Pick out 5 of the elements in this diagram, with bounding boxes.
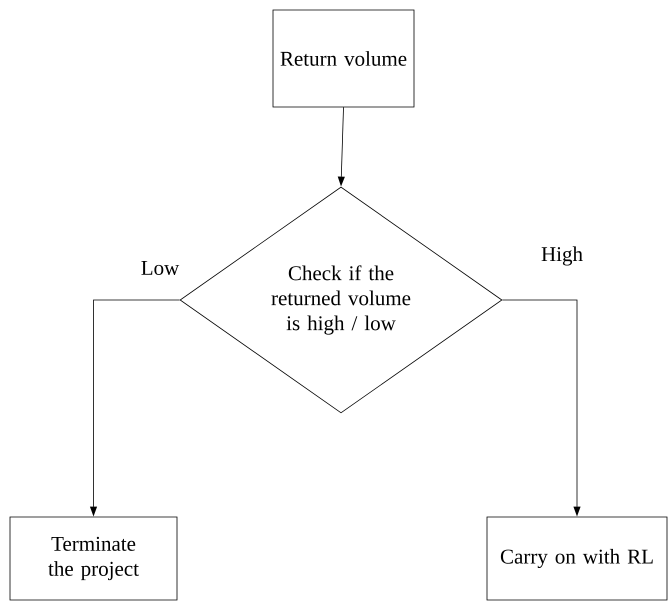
process-box: Return volume bbox=[272, 10, 414, 108]
edge-label: High bbox=[540, 245, 584, 267]
process-box: Carry on with RL bbox=[486, 516, 668, 600]
edge-label: Low bbox=[140, 260, 180, 276]
process-box: Terminate the project bbox=[10, 516, 178, 600]
